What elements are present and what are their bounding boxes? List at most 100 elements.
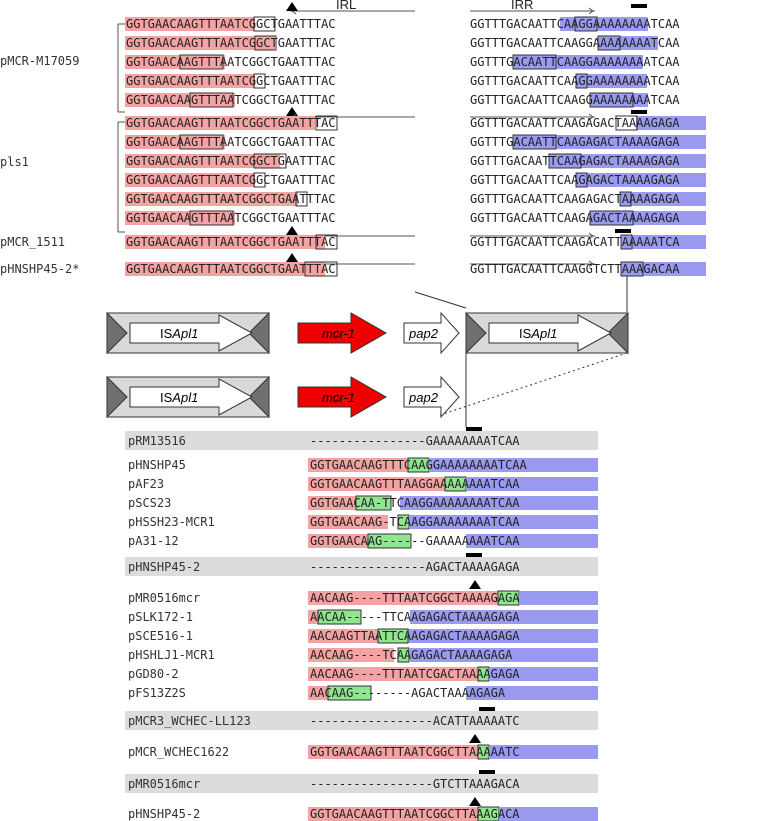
row-seq: AACAAG----TTTAATCGGCTAAAAGAGA [310,591,520,605]
section-phnshp45-2: pHNSHP45-2 ----------------AGACTAAAAGAGA… [125,557,598,701]
row-label: pHNSHP45-2* [0,262,79,276]
ref-label: pMR0516mcr [128,777,200,791]
row-label: pMCR_WCHEC1622 [128,745,229,759]
row-seq: GGTGAACAAG------GAAAAAAAATCAA [310,534,520,548]
mcr-1-arrow [297,376,388,418]
seq-right: GGTTTGACAATTCAAGGAAAAAAAATCAA [470,74,680,88]
ref-seq: ----------------AGACTAAAAGAGA [310,560,520,574]
row-seq: GGTGAACAAGTTTCAAGGAAAAAAAATCAA [310,458,528,472]
mcr-1-label: mcr-1 [322,390,355,405]
ref-bar [125,711,598,730]
group-label: pMCR-M17059 [0,54,79,68]
dr-bar [466,553,482,557]
seq-left: GGTGAACAAGTTTAATCGGCTGAATTTAC [126,74,336,88]
mcr-1-arrow [297,312,388,354]
irr-header: IRR [470,0,647,15]
isapl1-arrow [129,314,254,352]
seq-right: GGTTTGACAATTCAAGGAAAAAAAATCAA [470,93,680,107]
cut-triangle [469,580,481,589]
isapl1-arrow [488,314,613,352]
mcr-1-label: mcr-1 [322,326,355,341]
section-prm13516: pRM13516 ----------------GAAAAAAAATCAA p… [125,431,598,549]
row-phnshp45-2-star: pHNSHP45-2* GGTGAACAAGTTTAATCGGCTGAATTTA… [0,261,706,277]
row-label: pSLK172-1 [128,610,193,624]
ref-seq: -----------------ACATTAAAAATC [310,714,520,728]
seq-right: GGTTTGACAATTCAAGAGACTAAAAGAGA [470,135,680,149]
pap2-label: pap2 [408,390,439,405]
row-seq: GGTGAACAAG-TCAAGGAAAAAAAATCAA [310,515,520,529]
row-label: pHNSHP45 [128,458,186,472]
ref-label: pRM13516 [128,434,186,448]
row-seq: GGTGAACAAGTTTAATCGGCTTAAAAATC [310,745,520,759]
row-label: pAF23 [128,477,164,491]
row-seq: AACAAG----TCAAGAGACTAAAAGAGA [310,648,513,662]
seq-right: GGTTTGACAATTCAAGAGACTAAAAGAGA [470,173,680,187]
gene-map-1: ISApl1 mcr-1 pap2 ISApl1 [106,311,629,355]
row-label: pGD80-2 [128,667,179,681]
irr-label: IRR [511,0,533,12]
row-seq: AACAAG----TTTAATCGACTAAAAGAGA [310,667,520,681]
row-label: pFS13Z2S [128,686,186,700]
row-seq: GGTGAACAAGTTTAATCGGCTTAAAGACA [310,807,520,821]
row-label: pMR0516mcr [128,591,200,605]
pap2-label: pap2 [408,326,439,341]
row-seq: GGTGAACAA-TTCAAGGAAAAAAAATCAA [310,496,520,510]
cut-triangle [286,253,298,262]
seq-left: GGTGAACAAGTTTAATCGGCTGAATTTAC [126,154,336,168]
ref-bar [125,431,598,450]
seq-right: GGTTTGACAATTCAAGAGACTAAAAGAGA [470,211,680,225]
seq-left: GGTGAACAAGTTTAATCGGCTGAATTTAC [126,262,336,276]
seq-right: GGTTTGACAATTCAAGACATTAAAAATCA [470,235,680,249]
group-label: pls1 [0,155,29,169]
ref-bar [125,557,598,576]
row-seq: AACAAG--------AGACTAAAAGAGA [310,686,506,700]
ref-seq: -----------------GTCTTAAAGACA [310,777,520,791]
seq-left: GGTGAACAAGTTTAATCGGCTGAATTTAC [126,235,336,249]
row-label: pSCS23 [128,496,171,510]
ref-label: pHNSHP45-2 [128,560,200,574]
row-seq: GGTGAACAAGTTTAAGGAAAAAAAATCAA [310,477,520,491]
row-seq: AACAA-----TTCAAGAGACTAAAAGAGA [310,610,520,624]
seq-right: GGTTTGACAATTCAAGAGACTAAAAGAGA [470,154,680,168]
seq-right: GGTTTGACAATTCAAGGTCTTAAAGACAA [470,262,680,276]
dr-bar [479,770,495,774]
cut-triangle [286,107,298,116]
section-pmr0516mcr: pMR0516mcr -----------------GTCTTAAAGACA… [125,774,598,821]
cut-triangle [469,797,481,806]
ref-bar [125,774,598,793]
isapl1-label: ISApl1 [160,326,198,341]
pap2-arrow [403,311,460,355]
dr-bar [479,707,495,711]
row-label: pHSSH23-MCR1 [128,515,215,529]
seq-left: GGTGAACAAGTTTAATCGGCTGAATTTAC [126,116,336,130]
seq-left: GGTGAACAAGTTTAATCGGCTGAATTTAC [126,211,336,225]
group-pmcr-m17059: pMCR-M17059 GGTGAACAAGTTTAATCGGCTGAATTTA… [0,16,680,113]
row-label: pMCR_1511 [0,235,65,249]
pap2-arrow [403,375,460,419]
seq-left: GGTGAACAAGTTTAATCGGCTGAATTTAC [126,93,336,107]
isapl1-label: ISApl1 [519,326,557,341]
row-label: pHSHLJ1-MCR1 [128,648,215,662]
section-pmcr3-wchec-ll123: pMCR3_WCHEC-LL123 -----------------ACATT… [125,711,598,760]
row-label: pHNSHP45-2 [128,807,200,821]
dr-bar [631,110,647,114]
row-pmcr-1511: pMCR_1511 GGTGAACAAGTTTAATCGGCTGAATTTAC … [0,234,706,250]
seq-right: GGTTTGACAATTCAAGAGACTAAAAGAGA [470,116,680,130]
seq-left: GGTGAACAAGTTTAATCGGCTGAATTTAC [126,192,336,206]
row-label: pSCE516-1 [128,629,193,643]
cut-triangle [286,2,298,11]
ref-seq: ----------------GAAAAAAAATCAA [310,434,520,448]
irl-header: IRL [286,0,415,15]
row-seq: AACAAGTTAATTCAAGAGACTAAAAGAGA [310,629,520,643]
dr-bar [615,229,631,233]
seq-right: GGTTTGACAATTCAAGGAAAAAAAATCAA [470,55,680,69]
seq-left: GGTGAACAAGTTTAATCGGCTGAATTTAC [126,135,336,149]
seq-left: GGTGAACAAGTTTAATCGGCTGAATTTAC [126,17,336,31]
row-label: pA31-12 [128,534,179,548]
irl-label: IRL [336,0,356,12]
isapl1-label: ISApl1 [160,390,198,405]
seq-right: GGTTTGACAATTCAAGAGACTAAAAGAGA [470,192,680,206]
seq-right: GGTTTGACAATTCAAGGAAAAAAAATCAA [470,36,680,50]
isapl1-arrow [129,378,254,416]
